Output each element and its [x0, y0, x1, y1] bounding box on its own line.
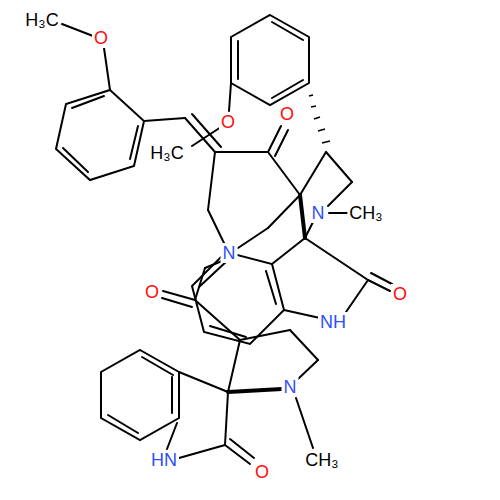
hashed-wedge — [309, 95, 330, 143]
atom-label: H₃C — [23, 10, 60, 30]
atom-label: O — [278, 104, 296, 124]
atom-label: O — [253, 462, 271, 482]
atom-label: O — [143, 282, 161, 302]
atom-label: H₃C — [148, 143, 185, 163]
bonds — [56, 15, 392, 464]
benzo-ring — [101, 350, 179, 440]
atom-label: CH₃ — [347, 203, 384, 223]
atom-label: N — [282, 377, 299, 397]
atom-label: N — [310, 203, 327, 223]
atom-label: O — [92, 28, 110, 48]
aryl-ring — [231, 15, 309, 105]
atom-label: CH₃ — [303, 450, 340, 470]
atom-label: O — [391, 284, 409, 304]
atom-label: NH — [318, 312, 348, 332]
atom-label: N — [221, 243, 238, 263]
benzo-ring — [192, 252, 284, 344]
atom-label: O — [219, 112, 237, 132]
atom-label: HN — [149, 450, 179, 470]
aryl-ring — [56, 90, 144, 180]
